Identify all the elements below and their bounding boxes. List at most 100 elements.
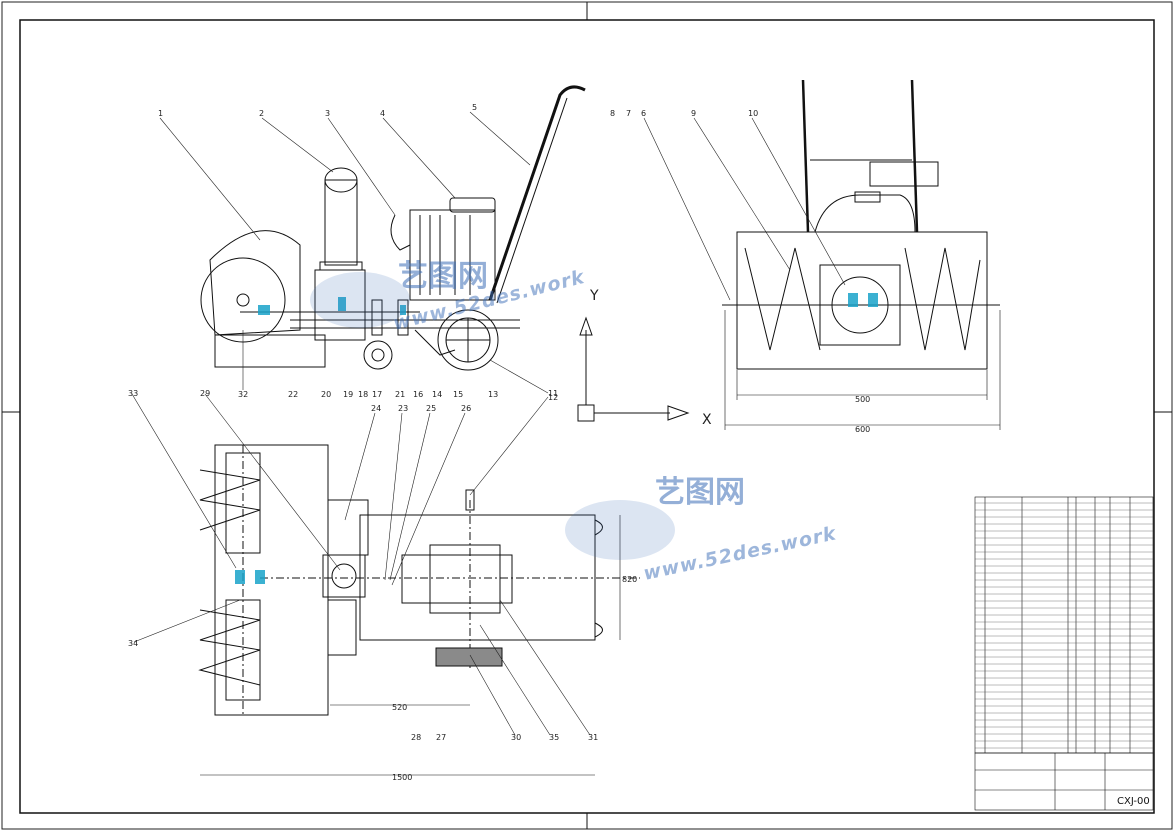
leader-23 <box>384 412 403 581</box>
label-2: 2 <box>259 109 264 118</box>
auger-spiral-left <box>744 247 821 351</box>
leader-24 <box>344 412 376 521</box>
chute-flange <box>319 261 363 271</box>
plan-frame-top <box>327 499 369 556</box>
label-16: 16 <box>413 390 423 399</box>
dim-text-600: 600 <box>855 425 870 434</box>
label-9: 9 <box>691 109 696 118</box>
plan-accent-2 <box>255 570 265 584</box>
blower-plan <box>322 554 366 598</box>
leader-26 <box>391 412 466 586</box>
filler-cap <box>854 191 881 203</box>
axis-origin <box>577 404 595 422</box>
label-29: 29 <box>200 389 210 398</box>
wheel-bottom-plan <box>435 647 503 667</box>
front-handle-right <box>910 79 919 233</box>
label-26: 26 <box>461 404 471 413</box>
auger-housing-plan <box>214 444 329 716</box>
label-5: 5 <box>472 103 477 112</box>
front-accent-2 <box>868 293 878 307</box>
label-3: 3 <box>325 109 330 118</box>
leader-31 <box>499 599 591 736</box>
label-28: 28 <box>411 733 421 742</box>
axis-y-label: Y <box>589 288 599 304</box>
auger-housing <box>209 230 301 336</box>
label-4: 4 <box>380 109 385 118</box>
plan-handle-bottom <box>594 622 603 638</box>
plan-accent-1 <box>235 570 245 584</box>
label-13: 13 <box>488 390 498 399</box>
leader-30 <box>469 654 516 736</box>
watermark-brand-center: 艺图网 <box>655 475 745 510</box>
label-24: 24 <box>371 404 381 413</box>
push-handle <box>488 85 586 301</box>
label-17: 17 <box>372 390 382 399</box>
plan-leaders <box>131 393 591 736</box>
label-21: 21 <box>395 390 405 399</box>
plan-view <box>198 444 640 776</box>
label-1: 1 <box>158 109 163 118</box>
label-30: 30 <box>511 733 521 742</box>
leader-4 <box>382 117 456 199</box>
label-31: 31 <box>588 733 598 742</box>
leader-25 <box>389 412 431 581</box>
engine-cover <box>390 214 411 251</box>
leader-29 <box>204 393 341 571</box>
label-20: 20 <box>321 390 331 399</box>
watermark-brand-upper: 艺图网 <box>398 259 488 294</box>
plan-spiral-lower <box>198 609 261 686</box>
axis-x-label: X <box>702 412 712 428</box>
chute-outlet <box>869 161 939 187</box>
leader-3 <box>327 117 396 216</box>
engine-plan <box>401 554 513 604</box>
label-23: 23 <box>398 404 408 413</box>
label-27: 27 <box>436 733 446 742</box>
leader-35 <box>479 624 551 736</box>
auger-spiral-right <box>904 247 981 351</box>
leader-34 <box>133 599 241 643</box>
label-8: 8 <box>610 109 615 118</box>
blower-hub <box>331 563 357 589</box>
auger-box <box>736 231 988 370</box>
label-18: 18 <box>358 390 368 399</box>
linkage <box>414 329 456 356</box>
leader-6 <box>643 117 731 301</box>
leader-10 <box>751 117 846 286</box>
parts-list <box>974 496 1154 811</box>
axis-symbol <box>577 316 690 422</box>
label-15: 15 <box>453 390 463 399</box>
leader-2 <box>261 117 334 173</box>
leader-12 <box>469 396 549 496</box>
housing-base <box>214 334 326 368</box>
leader-5 <box>469 111 531 166</box>
engine-block <box>409 209 496 301</box>
label-35: 35 <box>549 733 559 742</box>
push-handle-inner <box>496 97 568 304</box>
label-6: 6 <box>641 109 646 118</box>
label-14: 14 <box>432 390 442 399</box>
front-leaders <box>643 117 846 301</box>
engine-plan-outline <box>429 544 501 614</box>
plan-accents <box>235 570 265 584</box>
pulley-2 <box>397 299 409 336</box>
watermark-center: 艺图网 www.52des.work <box>565 475 839 585</box>
dim-text-500: 500 <box>855 395 870 404</box>
label-34: 34 <box>128 639 138 648</box>
front-view <box>722 79 1001 430</box>
leader-9 <box>693 117 791 271</box>
leader-11 <box>489 359 549 394</box>
engine-top <box>449 197 496 213</box>
dimension-texts: 500 600 520 1500 820 X Y <box>392 288 870 782</box>
label-11: 11 <box>548 389 558 398</box>
label-10: 10 <box>748 109 758 118</box>
plan-main-frame <box>359 514 596 641</box>
label-7: 7 <box>626 109 631 118</box>
watermark-globe-center <box>565 500 675 560</box>
engine-front <box>814 194 916 233</box>
label-25: 25 <box>426 404 436 413</box>
wheel-top-plan <box>465 489 475 511</box>
chute-top <box>324 167 358 193</box>
label-33: 33 <box>128 389 138 398</box>
